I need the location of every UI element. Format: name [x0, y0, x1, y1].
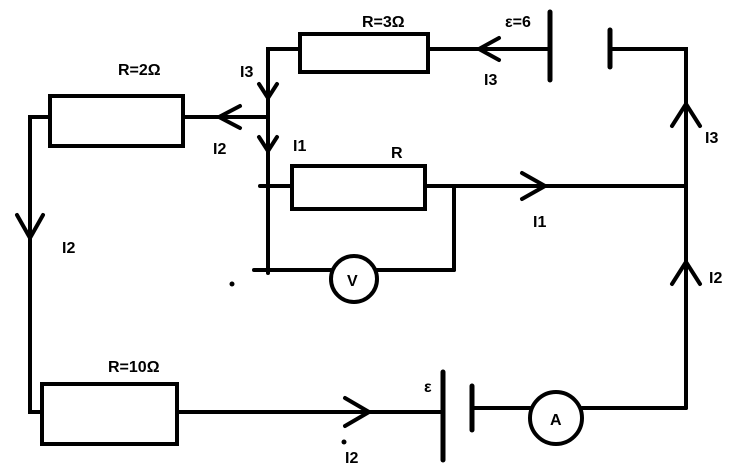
ammeter [528, 390, 584, 446]
dot-bottom [341, 439, 347, 445]
arrow-i1-down-icon [257, 135, 279, 153]
ammeter-label: A [550, 412, 562, 429]
label-i2-node: I2 [213, 141, 226, 158]
wire-left-vertical [28, 115, 52, 414]
voltmeter [329, 254, 379, 304]
resistor-2ohm [48, 94, 185, 148]
label-i1-mid: I1 [533, 214, 546, 231]
label-r-3ohm: R=3Ω [362, 14, 405, 31]
voltmeter-label: V [347, 273, 358, 290]
arrow-right-up-bottom-icon [670, 260, 702, 286]
label-i3-right: I3 [705, 130, 718, 147]
arrow-i1-right-icon [520, 171, 547, 201]
battery-top [547, 9, 613, 83]
arrow-top-left-icon [477, 36, 501, 62]
label-r: R [391, 145, 403, 162]
resistor-10ohm [40, 382, 179, 446]
dot-left [229, 281, 235, 287]
label-emf-top: ε=6 [505, 14, 531, 31]
battery-bottom [440, 369, 475, 463]
label-i2-bottom: I2 [345, 450, 358, 467]
label-i2-right: I2 [709, 270, 722, 287]
wires [28, 47, 688, 414]
label-i2-left: I2 [62, 240, 75, 257]
arrow-bottom-right-icon [343, 396, 371, 428]
label-i3-top-left: I3 [240, 64, 253, 81]
arrow-i3-node-down-icon [257, 82, 279, 100]
resistor-3ohm [298, 32, 430, 74]
label-emf-bottom: ε [424, 379, 432, 396]
label-i3-top-right: I3 [484, 72, 497, 89]
arrow-i2-left-icon [217, 104, 242, 130]
wire-top-right [608, 47, 688, 410]
label-r-10ohm: R=10Ω [108, 359, 160, 376]
arrow-left-down-icon [15, 213, 45, 240]
label-i1-node: I1 [293, 138, 306, 155]
wire-top-left [266, 47, 302, 119]
arrows [15, 36, 702, 428]
arrow-right-up-top-icon [670, 102, 702, 128]
label-r-2ohm: R=2Ω [118, 62, 161, 79]
resistor-r [290, 164, 427, 211]
